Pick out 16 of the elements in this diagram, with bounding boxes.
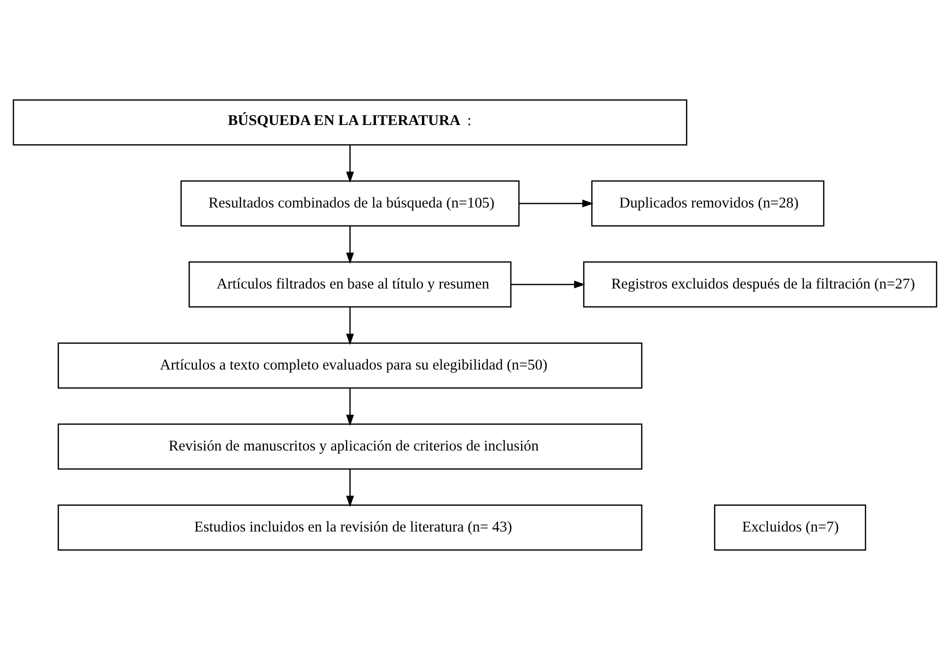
node-box: Registros excluidos después de la filtración (n=27) xyxy=(583,261,938,308)
arrow xyxy=(346,145,354,183)
arrow xyxy=(346,307,354,345)
node-box: Duplicados removidos (n=28) xyxy=(591,180,824,227)
node-box: BÚSQUEDA EN LA LITERATURA: xyxy=(12,99,688,146)
arrow xyxy=(346,469,354,508)
node-box: Artículos filtrados en base al título y resumen xyxy=(188,261,512,308)
node-box: Artículos a texto completo evaluados para su elegibilidad (n=50) xyxy=(58,342,642,389)
arrow xyxy=(510,280,586,288)
node-box: Excluidos (n=7) xyxy=(714,504,866,551)
node-box: Estudios incluidos en la revisión de literatura (n= 43) xyxy=(58,504,642,551)
node-box: Revisión de manuscritos y aplicación de criterios de inclusión xyxy=(58,423,642,470)
node-box: Resultados combinados de la búsqueda (n=105) xyxy=(180,180,520,227)
arrow xyxy=(346,388,354,426)
arrow xyxy=(346,226,354,264)
arrow xyxy=(518,200,594,208)
